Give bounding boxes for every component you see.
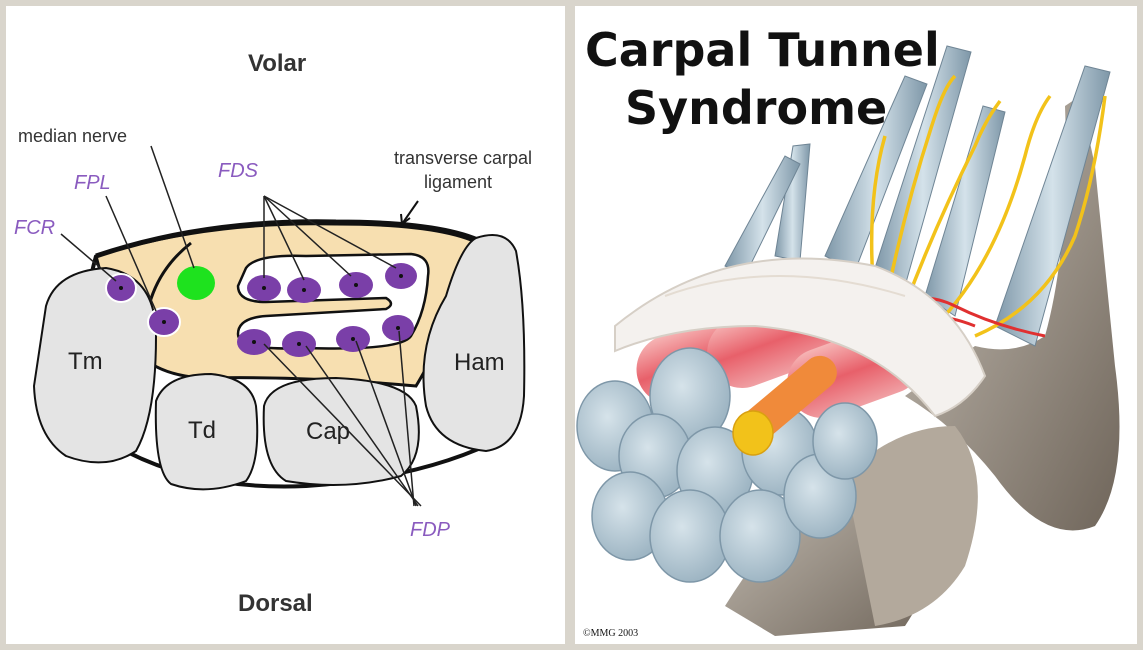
bone-label-td: Td — [188, 417, 216, 444]
cross-section-diagram: Tm Td Cap Ham — [6, 6, 565, 644]
median-nerve — [177, 266, 215, 300]
fds-label: FDS — [218, 160, 259, 182]
carpal-cross-section-panel: Tm Td Cap Ham — [6, 6, 565, 644]
ligament-label: ligament — [424, 172, 492, 192]
bone-label-cap: Cap — [306, 418, 350, 445]
fdp-label: FDP — [410, 519, 451, 541]
carpal-tunnel-illustration-panel: Carpal Tunnel Syndrome ©MMG 2003 — [575, 6, 1137, 644]
fcr-label: FCR — [14, 217, 55, 239]
median-nerve-end — [733, 411, 773, 455]
illustration-title-line1: Carpal Tunnel — [585, 23, 940, 77]
illustration-title-line2: Syndrome — [625, 81, 887, 135]
fpl-label: FPL — [74, 172, 111, 194]
bone-label-ham: Ham — [454, 349, 505, 376]
bone-label-tm: Tm — [68, 348, 103, 375]
transverse-carpal-label: transverse carpal — [394, 148, 532, 168]
carpal-tunnel-illustration: Carpal Tunnel Syndrome ©MMG 2003 — [575, 6, 1137, 644]
ligament-arrow — [402, 201, 418, 224]
dorsal-label: Dorsal — [238, 590, 313, 617]
volar-label: Volar — [248, 50, 306, 77]
median-nerve-label: median nerve — [18, 126, 127, 146]
copyright-text: ©MMG 2003 — [583, 628, 638, 639]
